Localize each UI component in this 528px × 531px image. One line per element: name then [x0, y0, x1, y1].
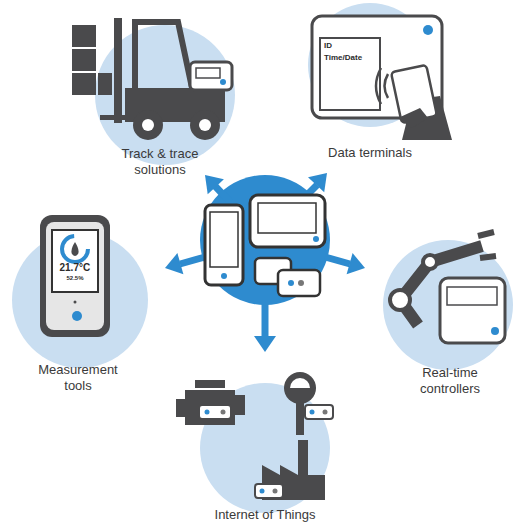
forklift-icon-part [196, 68, 220, 78]
spoke-arrow-part [308, 173, 327, 192]
meter-icon-part [52, 230, 98, 292]
spoke-arrow-part [165, 253, 183, 274]
iot-icons-part [205, 410, 210, 415]
spoke-arrow-part [325, 257, 350, 264]
forklift-icon-part [133, 110, 163, 140]
meter-icon [40, 215, 110, 337]
meter-icon-part [40, 215, 110, 337]
hub-devices-part [298, 280, 304, 286]
screen-text: 52.5% [67, 274, 84, 282]
hub-devices-part [313, 236, 319, 242]
terminal-icon-part [385, 74, 389, 98]
forklift-icon-part [72, 49, 96, 71]
iot-icons-part [195, 380, 225, 388]
forklift-icon-part [190, 62, 232, 90]
meter-icon-part [71, 242, 78, 256]
hub-devices [205, 195, 325, 296]
screen-text: ID [324, 41, 332, 51]
forklift-icon-part [98, 73, 112, 95]
category-label: Measurement tools [28, 362, 128, 394]
spoke-arrow [165, 173, 365, 352]
hub-devices-part [210, 212, 238, 267]
robot-icon [390, 232, 505, 343]
meter-icon-part [74, 301, 77, 304]
terminal-icon-part [320, 38, 380, 110]
iot-icons-part [235, 395, 245, 415]
robot-icon-part [491, 327, 499, 335]
hub-devices-part [205, 205, 243, 285]
hub-devices-part [288, 280, 294, 286]
forklift-icon-part [114, 18, 122, 123]
meter-icon-part [62, 236, 88, 262]
iot-icons-part [284, 372, 316, 404]
screen-text: Time/Date [324, 53, 362, 63]
iot-icons-part [221, 410, 226, 415]
forklift-icon-part [190, 110, 220, 140]
hub-devices-part [278, 270, 320, 296]
iot-icons-part [199, 405, 231, 419]
spoke-arrow-part [347, 253, 365, 274]
category-label: Data terminals [285, 145, 455, 161]
iot-icons-part [185, 390, 235, 425]
spoke-arrow-part [205, 175, 224, 194]
iot-icons-part [255, 484, 283, 498]
terminal-icon-part [398, 108, 428, 128]
forklift-icon-part [72, 25, 96, 47]
terminal-icon-part [376, 68, 381, 104]
robot-icon-part [440, 278, 505, 343]
forklift-icon-part [220, 79, 226, 85]
iot-icons-part [290, 378, 310, 388]
forklift-icon-part [199, 119, 211, 131]
iot-icons-part [310, 410, 315, 415]
iot-icons [176, 372, 333, 500]
iot-icons-part [323, 410, 328, 415]
robot-icon-part [423, 255, 437, 269]
robot-icon-part [478, 232, 496, 258]
iot-icons-part [305, 405, 333, 419]
iot-icons-part [273, 489, 278, 494]
meter-icon-part [46, 222, 104, 330]
hub-circle [200, 175, 330, 305]
category-label: Track & trace solutions [105, 146, 215, 178]
forklift-icon-part [142, 119, 154, 131]
category-label: Real-time controllers [404, 365, 496, 397]
spoke-arrow-part [180, 257, 205, 264]
forklift-icon-part [135, 22, 192, 88]
meter-icon-part [72, 311, 82, 321]
spoke-arrow-part [215, 186, 230, 202]
iot-icons-part [260, 489, 265, 494]
spoke-arrow-part [254, 336, 276, 352]
spoke-arrow-part [262, 300, 269, 337]
robot-icon-part [447, 287, 497, 305]
forklift-icon [72, 18, 232, 140]
forklift-icon-part [72, 73, 96, 95]
robot-icon-part [390, 290, 410, 310]
terminal-icon-part [423, 25, 433, 35]
iot-icons-part [176, 399, 187, 417]
iot-icons-part [296, 403, 304, 435]
category-label: Internet of Things [165, 507, 365, 523]
hub-devices-part [250, 195, 325, 247]
hub-devices-part [258, 203, 316, 233]
screen-text: 21.7°C [60, 262, 91, 274]
terminal-icon [312, 16, 452, 140]
hub-devices-part [221, 273, 227, 279]
